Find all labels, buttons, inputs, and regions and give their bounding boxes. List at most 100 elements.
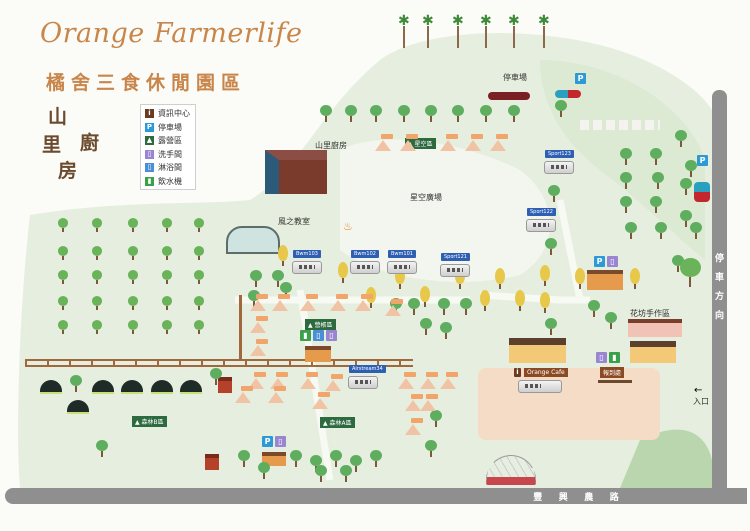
- tree-icon: [210, 368, 223, 386]
- legend-label: 飲水機: [158, 176, 182, 186]
- flower-workshop-building[interactable]: [628, 319, 682, 337]
- tent-icon[interactable]: [248, 378, 264, 389]
- tent-number-tag: [446, 372, 458, 377]
- camp-area-tag[interactable]: ▲ 森林B區: [132, 416, 167, 427]
- legend-item: ▯洗手間: [145, 148, 195, 162]
- tent-icon[interactable]: [420, 378, 436, 389]
- camp-area-tag[interactable]: ▲ 森林A區: [320, 417, 355, 428]
- red-hut[interactable]: [205, 454, 219, 470]
- tent-icon[interactable]: [300, 300, 316, 311]
- tent-icon[interactable]: [440, 378, 456, 389]
- washroom-icon: ▯: [145, 149, 154, 159]
- tree-icon: [315, 465, 328, 483]
- checkin-label: 報到處: [600, 367, 625, 378]
- tree-icon: [194, 218, 205, 233]
- poplar-tree-icon: [420, 286, 430, 307]
- tent-icon[interactable]: [465, 140, 481, 151]
- poplar-tree-icon: [575, 268, 585, 289]
- tree-icon: [545, 318, 558, 336]
- tree-icon: [680, 178, 693, 196]
- parking-icon: P: [594, 256, 605, 267]
- yellow-building[interactable]: [509, 338, 566, 363]
- bath-house[interactable]: [587, 270, 623, 290]
- tent-icon[interactable]: [235, 392, 251, 403]
- palm-tree-icon: ✱: [480, 14, 492, 48]
- tree-icon: [680, 210, 693, 228]
- trailer-tag: Bwm103: [293, 250, 321, 258]
- tent-number-tag: [361, 294, 373, 299]
- trailer-camper[interactable]: [292, 261, 322, 274]
- entrance-label[interactable]: 入口: [693, 397, 709, 406]
- trailer-camper[interactable]: [348, 376, 378, 389]
- shower-icon: ▯: [145, 163, 154, 173]
- poplar-tree-icon: [540, 292, 550, 313]
- tree-icon: [92, 246, 103, 261]
- cafe-trailer[interactable]: [518, 380, 562, 393]
- tent-icon[interactable]: [375, 140, 391, 151]
- tree-icon: [398, 105, 411, 123]
- glamping-tent[interactable]: [92, 380, 114, 394]
- glamping-tent[interactable]: [67, 400, 89, 414]
- glamping-tent[interactable]: [180, 380, 202, 394]
- tent-number-tag: [446, 134, 458, 139]
- tent-icon[interactable]: [490, 140, 506, 151]
- tent-icon[interactable]: [398, 378, 414, 389]
- yellow-building[interactable]: [630, 341, 676, 363]
- tree-icon: [620, 148, 633, 166]
- tree-icon: [330, 450, 343, 468]
- kitchen-logo: 山里廚房: [40, 100, 135, 190]
- washroom-icon: ▯: [326, 330, 337, 341]
- tent-icon[interactable]: [405, 400, 421, 411]
- tent-icon[interactable]: [440, 140, 456, 151]
- parking-icon: P: [262, 436, 273, 447]
- tent-icon[interactable]: [405, 424, 421, 435]
- tent-icon[interactable]: [250, 322, 266, 333]
- washroom-icon: ▯: [596, 352, 607, 363]
- trailer-camper[interactable]: [526, 219, 556, 232]
- tent-icon[interactable]: [325, 380, 341, 391]
- road-char: 興: [558, 492, 568, 503]
- tent-icon[interactable]: [312, 398, 328, 409]
- kitchen-building[interactable]: [265, 150, 327, 194]
- small-domes: [580, 120, 660, 130]
- tree-icon: [480, 105, 493, 123]
- poplar-tree-icon: [540, 265, 550, 286]
- tree-icon: [162, 296, 173, 311]
- park-title: 橘舍三食休閒園區: [46, 72, 247, 94]
- tent-icon[interactable]: [268, 392, 284, 403]
- trailer-camper[interactable]: [350, 261, 380, 274]
- tent-icon[interactable]: [400, 140, 416, 151]
- trailer-camper[interactable]: [544, 161, 574, 174]
- tree-icon: [70, 375, 83, 393]
- tree-icon: [548, 185, 561, 203]
- trailer-camper[interactable]: [387, 261, 417, 274]
- tent-number-tag: [426, 394, 438, 399]
- tree-icon: [128, 320, 139, 335]
- tent-number-tag: [254, 372, 266, 377]
- tent-icon[interactable]: [250, 300, 266, 311]
- glamping-tent[interactable]: [40, 380, 62, 394]
- tent-icon[interactable]: [385, 305, 401, 316]
- red-hut[interactable]: [218, 377, 232, 393]
- tent-icon[interactable]: [300, 378, 316, 389]
- trailer-camper[interactable]: [440, 264, 470, 277]
- glamping-tent[interactable]: [151, 380, 173, 394]
- camp-area-tag[interactable]: ▲ 營帳區: [305, 319, 336, 330]
- tree-icon: [452, 105, 465, 123]
- tree-icon: [420, 318, 433, 336]
- road-char: 農: [584, 492, 594, 503]
- tent-icon[interactable]: [250, 345, 266, 356]
- tent-number-tag: [318, 392, 330, 397]
- camp-house[interactable]: [305, 346, 331, 362]
- tent-icon[interactable]: [420, 400, 436, 411]
- tent-icon[interactable]: [270, 378, 286, 389]
- poplar-tree-icon: [630, 268, 640, 289]
- camp-area-tag[interactable]: ▲ 星空區: [405, 138, 436, 149]
- glamping-tent[interactable]: [121, 380, 143, 394]
- trailer-tag: Sport123: [545, 150, 574, 158]
- tent-number-tag: [278, 294, 290, 299]
- tent-icon[interactable]: [355, 300, 371, 311]
- tent-icon[interactable]: [272, 300, 288, 311]
- classroom-greenhouse[interactable]: [226, 226, 280, 254]
- tent-icon[interactable]: [330, 300, 346, 311]
